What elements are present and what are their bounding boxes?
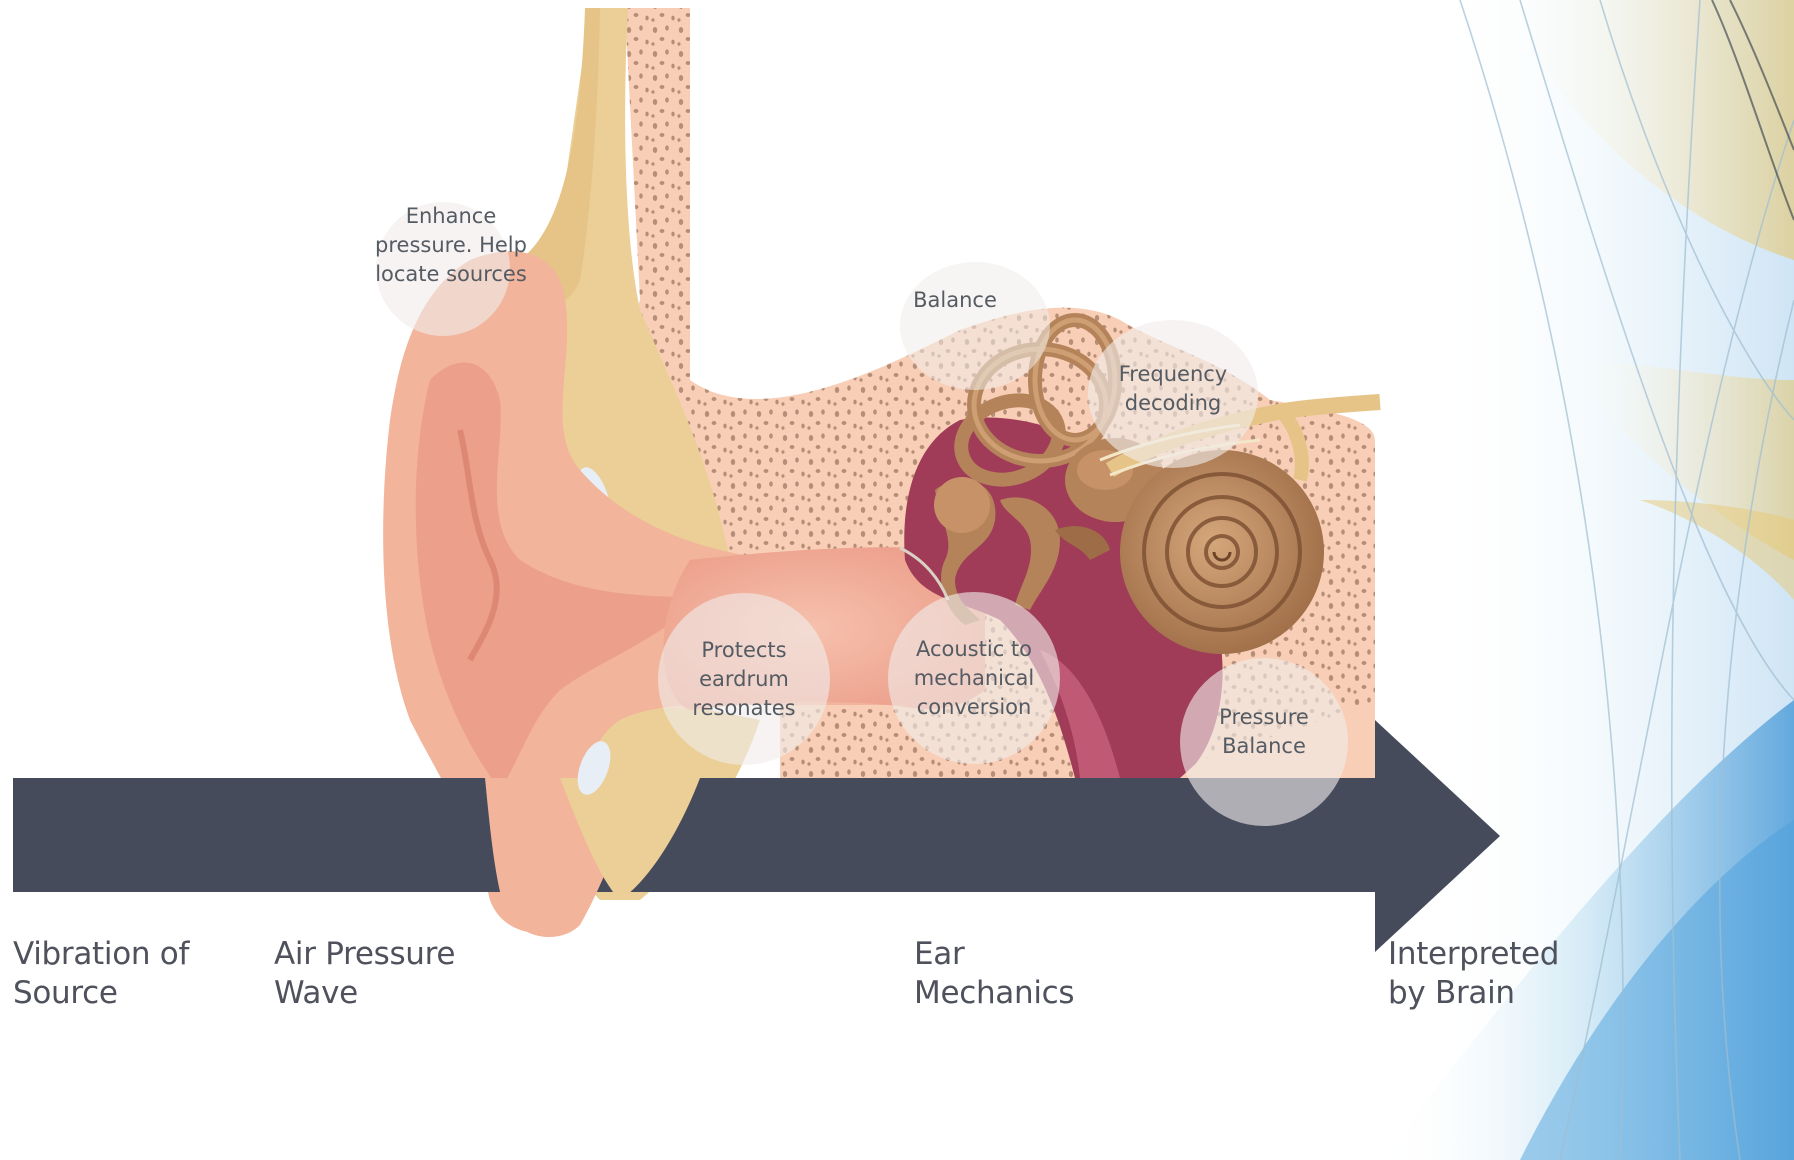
stage-label-air-wave: Air Pressure Wave [274,935,455,1013]
callout-outer-ear: Enhance pressure. Help locate sources [376,202,510,336]
callout-eustachian: Pressure Balance [1180,658,1348,826]
callout-eustachian-text: Pressure Balance [1219,703,1309,761]
stage-label-vibration: Vibration of Source [13,935,189,1013]
stage-label-ear-mechanics: Ear Mechanics [914,935,1074,1013]
callout-balance: Balance [900,262,1050,390]
callout-middle-ear: Acoustic to mechanical conversion [888,592,1060,764]
callout-middle-ear-text: Acoustic to mechanical conversion [914,635,1035,722]
callout-cochlea: Frequency decoding [1088,320,1258,468]
stage-label-brain: Interpreted by Brain [1388,935,1559,1013]
callout-balance-text: Balance [870,286,1040,315]
cochlea [1120,450,1324,654]
callout-ear-canal-text: Protects eardrum resonates [692,636,795,723]
callout-outer-ear-text: Enhance pressure. Help locate sources [366,202,536,289]
callout-ear-canal: Protects eardrum resonates [658,593,830,765]
callout-cochlea-text: Frequency decoding [1088,360,1258,418]
